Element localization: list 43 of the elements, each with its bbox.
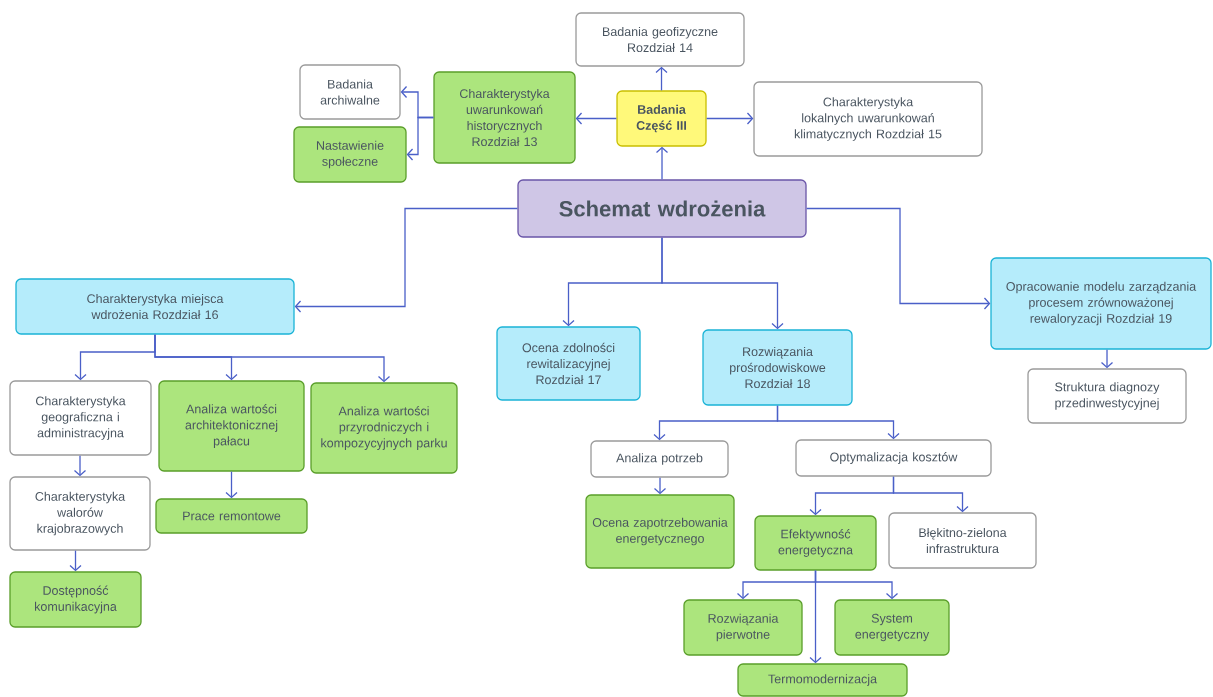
chapter-box: Rozwiązania prośrodowiskowe Rozdział 18 <box>702 329 853 406</box>
arrow <box>73 455 87 477</box>
topic-box: Analiza potrzeb <box>590 440 729 478</box>
topic-box: Błękitno-zielona infrastruktura <box>888 512 1037 569</box>
arrow <box>406 116 434 161</box>
arrow <box>575 112 617 125</box>
arrow <box>225 471 238 499</box>
topic-box: Analiza wartości architektonicznej pałacu <box>158 380 305 472</box>
topic-box: Nastawienie społeczne <box>293 126 407 183</box>
topic-box: Rozwiązania pierwotne <box>683 599 803 656</box>
arrow <box>661 237 784 330</box>
arrow <box>1100 349 1114 369</box>
arrow <box>294 207 518 313</box>
topic-box: Badania archiwalne <box>299 64 401 120</box>
topic-box: Prace remontowe <box>155 498 308 534</box>
arrow <box>806 207 991 310</box>
arrow <box>706 112 754 125</box>
topic-box: Analiza wartości przyrodniczych i kompozycyjnych parku <box>310 382 458 474</box>
topic-box: Charakterystyka walorów krajobrazowych <box>9 476 151 551</box>
topic-box: Badania geofizyczne Rozdział 14 <box>575 12 745 67</box>
arrow <box>809 570 822 664</box>
topic-box: Optymalizacja kosztów <box>795 439 992 477</box>
arrow <box>154 334 391 383</box>
topic-box: System energetyczny <box>834 599 950 656</box>
arrow <box>655 146 669 180</box>
arrow <box>892 476 969 513</box>
topic-box: Charakterystyka geograficzna i administracyjna <box>9 380 152 456</box>
main-topic-box: Schemat wdrożenia <box>517 179 807 238</box>
arrow <box>776 405 900 440</box>
arrow <box>653 477 667 495</box>
topic-box: Dostępność komunikacyjna <box>9 571 142 628</box>
section-box: Badania Część III <box>616 90 707 147</box>
topic-box: Termomodernizacja <box>737 663 908 697</box>
topic-box: Charakterystyka lokalnych uwarunkowań klimatycznych Rozdział 15 <box>753 81 983 157</box>
topic-box: Struktura diagnozy przedinwestycyjnej <box>1027 368 1187 424</box>
arrow <box>655 66 668 91</box>
topic-box: Charakterystyka uwarunkowań historycznych Rozdział 13 <box>433 71 576 164</box>
topic-box: Efektywność energetyczna <box>754 515 877 571</box>
chapter-box: Charakterystyka miejsca wdrożenia Rozdział 16 <box>15 278 295 335</box>
arrow <box>69 550 82 572</box>
topic-box: Ocena zapotrzebowania energetycznego <box>585 494 735 569</box>
chapter-box: Opracowanie modelu zarządzania procesem zrównoważonej rewaloryzacji Rozdział 19 <box>990 257 1212 350</box>
chapter-box: Ocena zdolności rewitalizacyjnej Rozdział 17 <box>496 326 641 401</box>
